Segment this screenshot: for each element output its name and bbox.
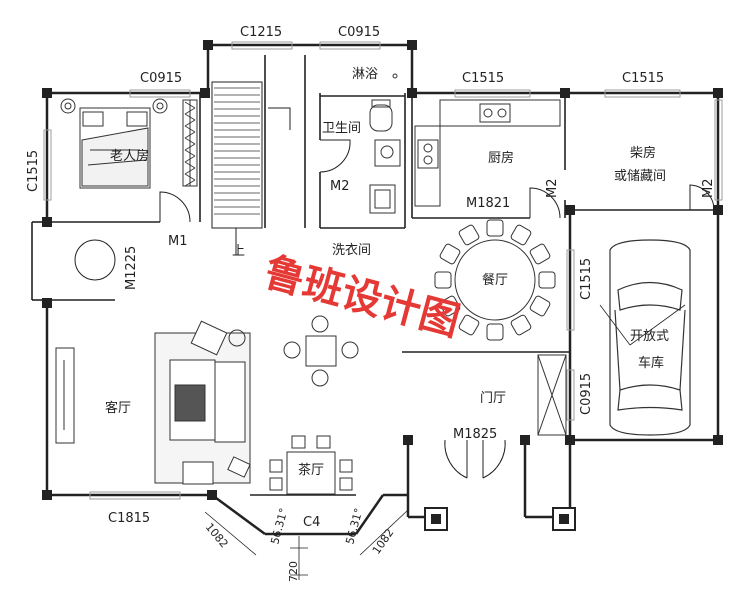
label-c0915-left: C0915: [140, 71, 182, 86]
dining-chair: [439, 295, 461, 317]
room-firewood-2: 或储藏间: [614, 169, 666, 184]
kitchen-fixtures: [414, 99, 561, 207]
tv-cabinet: [55, 347, 75, 444]
laundry-table: [283, 315, 359, 387]
room-garage-2: 车库: [638, 355, 664, 371]
room-tea: 茶厅: [298, 462, 324, 478]
label-c1515-kitchen: C1515: [462, 71, 504, 86]
label-m1821: M1821: [466, 196, 510, 211]
tea-table: [269, 435, 353, 495]
room-shower: 淋浴: [352, 67, 378, 82]
dining-chair: [434, 271, 452, 289]
label-c0915-garage: C0915: [579, 373, 594, 415]
door-swings: [74, 139, 715, 479]
dining-chair: [510, 224, 532, 246]
dining-chair: [439, 243, 461, 265]
label-c1515-garage: C1515: [579, 258, 594, 300]
bed: [60, 98, 168, 189]
room-kitchen: 厨房: [488, 150, 514, 166]
label-m2-kitchen: M2: [545, 179, 560, 199]
bath-fixtures: [369, 73, 401, 214]
room-bathroom: 卫生间: [322, 121, 361, 136]
walls: [45, 43, 720, 536]
stair: [211, 81, 263, 229]
dining-chair: [486, 219, 504, 237]
dining-chair: [529, 243, 551, 265]
sofa-set: [154, 320, 251, 485]
dining-chair: [458, 224, 480, 246]
dining-table: [454, 239, 536, 321]
label-c4: C4: [303, 515, 320, 530]
room-living: 客厅: [105, 400, 131, 416]
label-m2-bath: M2: [330, 179, 350, 194]
dining-chair: [529, 295, 551, 317]
label-stair-up: 上: [232, 244, 245, 259]
room-laundry: 洗衣间: [332, 242, 371, 258]
room-garage-1: 开放式: [630, 329, 669, 344]
windows: [43, 41, 723, 500]
foyer-cabinet: [537, 354, 567, 436]
car: [609, 239, 691, 436]
dining-chair: [510, 314, 532, 336]
room-elder: 老人房: [110, 148, 149, 164]
label-m1: M1: [168, 234, 188, 249]
dimension-lines: [204, 509, 409, 580]
label-c1815: C1815: [108, 511, 150, 526]
label-dim-720: 720: [287, 561, 300, 582]
dining-chair: [458, 314, 480, 336]
label-c1515-left: C1515: [26, 150, 41, 192]
label-m1825: M1825: [453, 427, 497, 442]
label-m1225: M1225: [124, 246, 139, 290]
label-c0915-top: C0915: [338, 25, 380, 40]
dining-chair: [486, 323, 504, 341]
label-c1515-storage: C1515: [622, 71, 664, 86]
dining-chair: [538, 271, 556, 289]
closet: [182, 99, 198, 187]
label-c1215: C1215: [240, 25, 282, 40]
room-firewood-1: 柴房: [630, 145, 656, 161]
room-foyer: 门厅: [480, 391, 506, 406]
room-names: 老人房 淋浴 卫生间 厨房 柴房 或储藏间 洗衣间 餐厅 开放式 车库 客厅 门…: [105, 67, 669, 478]
label-m2-storage: M2: [701, 179, 716, 199]
room-dining: 餐厅: [482, 272, 508, 288]
columns: [42, 40, 723, 500]
